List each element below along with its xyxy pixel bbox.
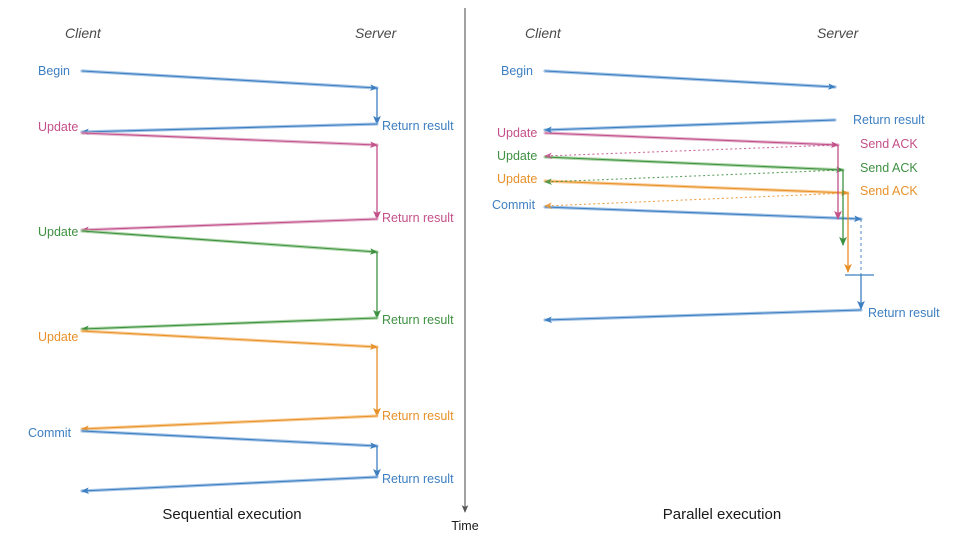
msg-label-return-result: Return result <box>853 113 925 127</box>
msg-label-begin: Begin <box>501 64 533 78</box>
msg-label-commit: Commit <box>492 198 536 212</box>
msg-label-return-result: Return result <box>382 211 454 225</box>
caption-parallel: Parallel execution <box>663 506 781 523</box>
role-label-server: Server <box>355 25 398 41</box>
commit-join-bar <box>845 274 874 311</box>
request-arrow <box>543 69 837 90</box>
msg-label-send-ack: Send ACK <box>860 137 918 151</box>
msg-label-send-ack: Send ACK <box>860 184 918 198</box>
request-arrow <box>543 131 840 149</box>
msg-label-return-result: Return result <box>868 306 940 320</box>
role-label-client: Client <box>65 25 102 41</box>
msg-label-commit: Commit <box>28 426 72 440</box>
msg-label-update: Update <box>38 330 78 344</box>
msg-label-begin: Begin <box>38 64 70 78</box>
message-lane <box>80 69 381 136</box>
msg-label-update: Update <box>497 149 537 163</box>
message-lane <box>80 229 381 333</box>
msg-label-update: Update <box>497 126 537 140</box>
time-axis-label: Time <box>451 519 478 533</box>
message-lane <box>80 131 381 234</box>
message-lane <box>80 329 381 432</box>
msg-label-update: Update <box>497 172 537 186</box>
time-axis-divider: Time <box>451 8 479 533</box>
response-arrow <box>544 169 844 186</box>
request-arrow <box>543 155 845 173</box>
msg-label-return-result: Return result <box>382 472 454 486</box>
role-label-server: Server <box>817 25 860 41</box>
response-arrow <box>543 118 837 134</box>
role-label-client: Client <box>525 25 562 41</box>
request-arrow <box>543 179 850 197</box>
msg-label-update: Update <box>38 225 78 239</box>
request-arrow <box>543 205 863 223</box>
response-arrow <box>543 308 863 324</box>
msg-label-update: Update <box>38 120 78 134</box>
msg-label-return-result: Return result <box>382 119 454 133</box>
response-arrow <box>544 192 849 210</box>
msg-label-send-ack: Send ACK <box>860 161 918 175</box>
message-lane <box>80 429 381 494</box>
msg-label-return-result: Return result <box>382 313 454 327</box>
response-arrow <box>544 144 839 160</box>
msg-label-return-result: Return result <box>382 409 454 423</box>
caption-sequential: Sequential execution <box>162 506 301 523</box>
